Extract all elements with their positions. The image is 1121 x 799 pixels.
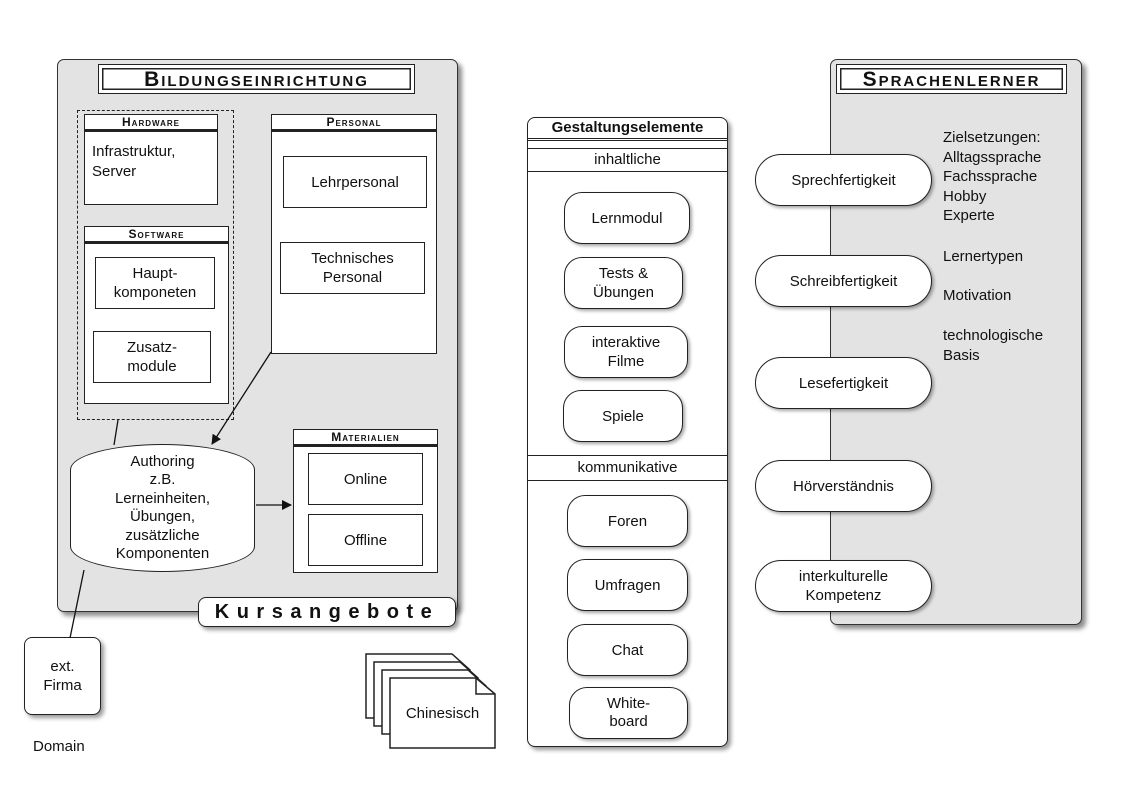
authoring-box: Authoring z.B. Lerneinheiten, Übungen, z… (70, 444, 255, 572)
bildungseinrichtung-title: Bildungseinrichtung (98, 64, 415, 94)
offline-box: Offline (308, 514, 423, 566)
online-box: Online (308, 453, 423, 505)
materialien-header: Materialien (293, 429, 438, 447)
lehrpersonal-box: Lehrpersonal (283, 156, 427, 208)
sprachenlerner-panel (830, 59, 1082, 625)
sprachenlerner-title: Sprachenlerner (836, 64, 1067, 94)
software-to-authoring-line (113, 419, 119, 446)
tests-uebungen-item: Tests & Übungen (564, 257, 683, 309)
personal-box (271, 114, 437, 354)
zusatzmodule-box: Zusatz- module (93, 331, 211, 383)
kursangebote-label: Kursangebote (198, 597, 456, 627)
gestaltungselemente-title: Gestaltungselemente (527, 117, 728, 141)
hardware-text: Infrastruktur, Server (92, 143, 176, 180)
personal-to-authoring-arrow (211, 351, 272, 445)
authoring-to-firma-line (69, 569, 85, 639)
whiteboard-item: White- board (569, 687, 688, 739)
interaktive-filme-item: interaktive Filme (564, 326, 688, 378)
spiele-item: Spiele (563, 390, 683, 442)
hardware-software-group (77, 110, 234, 420)
domain-label: Domain (33, 738, 85, 755)
chat-item: Chat (567, 624, 688, 676)
software-header: Software (84, 226, 229, 244)
hoerverstaendnis-pill: Hörverständnis (755, 460, 932, 512)
umfragen-item: Umfragen (567, 559, 688, 611)
lernmodul-item: Lernmodul (564, 192, 690, 244)
kommunikative-label: kommunikative (527, 455, 728, 481)
interkulturelle-kompetenz-pill: interkulturelle Kompetenz (755, 560, 932, 612)
technologische-basis-text: technologische Basis (943, 327, 1044, 364)
chinesisch-label: Chinesisch (405, 704, 480, 722)
lernertypen-text: Lernertypen (943, 248, 1024, 265)
hardware-header: Hardware (84, 114, 218, 132)
hauptkomponenten-box: Haupt- komponeten (95, 257, 215, 309)
foren-item: Foren (567, 495, 688, 547)
zielsetzungen-text: Zielsetzungen: Alltagssprache Fachssprac… (943, 129, 1042, 224)
personal-header: Personal (271, 114, 437, 132)
schreibfertigkeit-pill: Schreibfertigkeit (755, 255, 932, 307)
chinesisch-document-stack (365, 652, 500, 752)
technisches-personal-box: Technisches Personal (280, 242, 425, 294)
motivation-text: Motivation (943, 287, 1012, 304)
lesefertigkeit-pill: Lesefertigkeit (755, 357, 932, 409)
sprechfertigkeit-pill: Sprechfertigkeit (755, 154, 932, 206)
inhaltliche-label: inhaltliche (527, 148, 728, 172)
ext-firma-box: ext. Firma (24, 637, 101, 715)
